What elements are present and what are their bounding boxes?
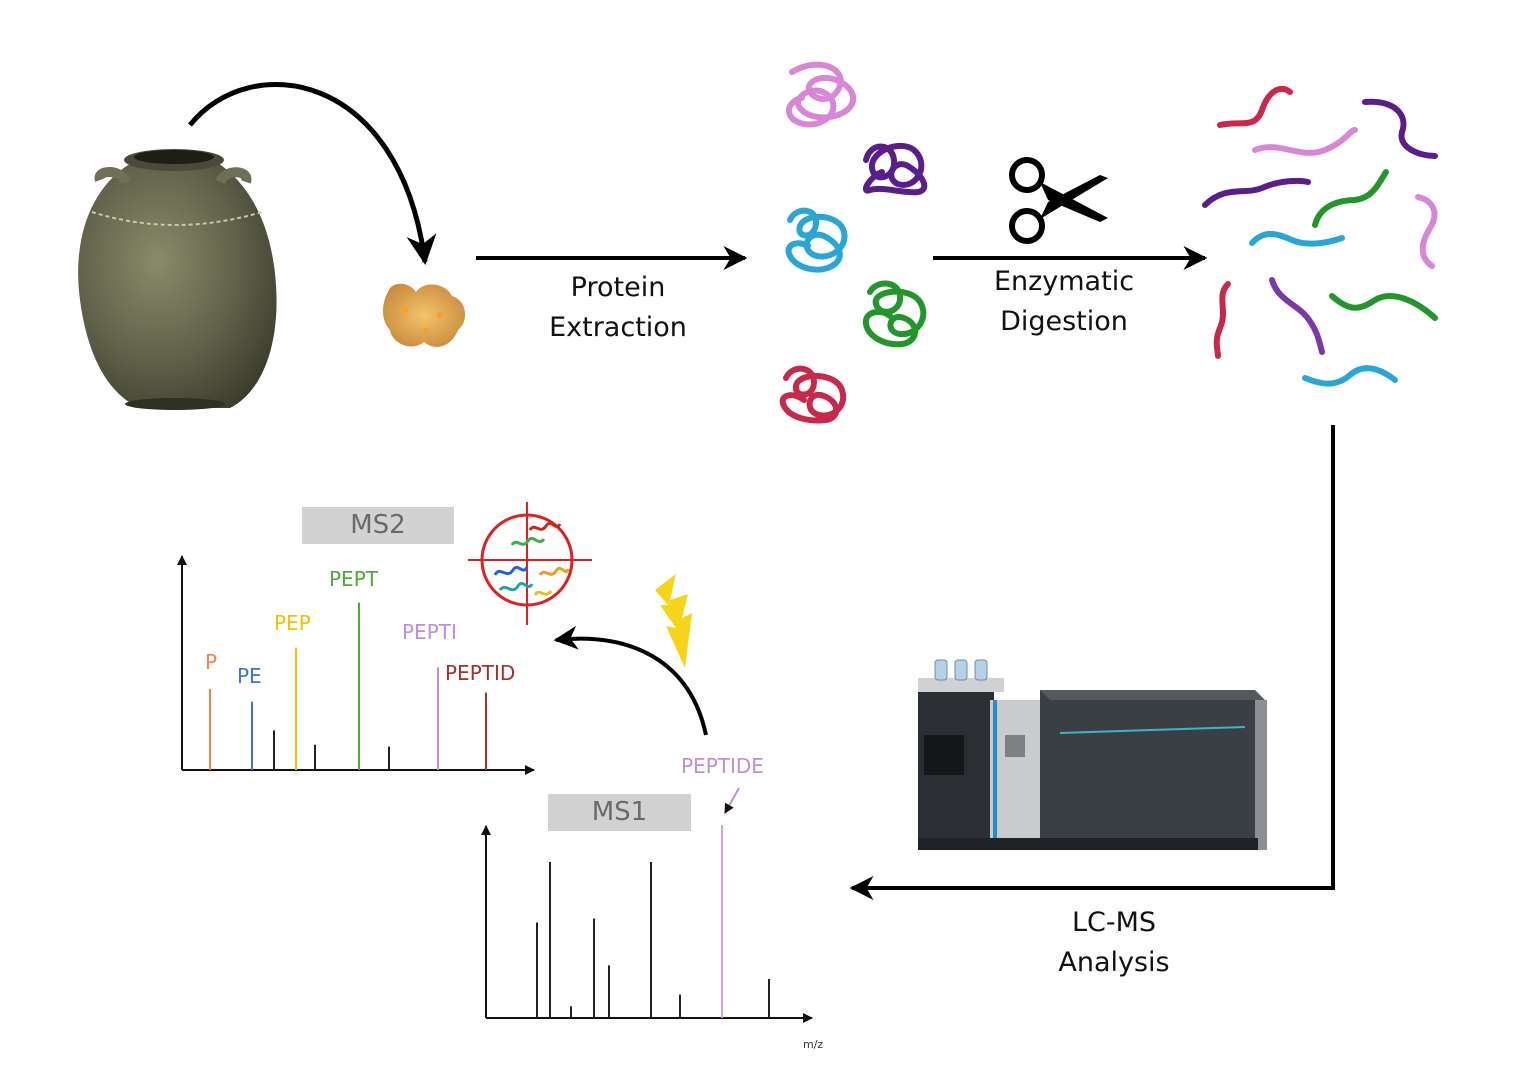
jar-to-sample-arrow <box>188 82 437 265</box>
ms2-title: MS2 <box>302 507 454 544</box>
ms2-fragment-label: PEPT <box>329 567 378 591</box>
enzymatic-digestion-line-2: Digestion <box>1000 306 1128 337</box>
peptides <box>1202 85 1438 387</box>
ms1-x-axis-label: m/z <box>803 1038 824 1051</box>
peptide-blue-1 <box>1249 231 1345 247</box>
folded-protein-blue <box>785 207 848 273</box>
peptide-green-1 <box>1312 169 1389 228</box>
ms1-precursor-label: PEPTIDE <box>681 754 764 778</box>
peptide-purple-2 <box>1202 177 1311 208</box>
ms2-fragment-label: PE <box>237 664 262 688</box>
peptide-pink-1 <box>1252 127 1358 156</box>
ms2-fragment-label: PEPTI <box>402 620 457 644</box>
folded-protein-red <box>779 365 847 424</box>
ms2-fragment-label: P <box>205 650 218 674</box>
lcms-arrow <box>849 425 1335 900</box>
peptide-green-2 <box>1329 293 1438 321</box>
precursor-pointer <box>724 787 740 814</box>
ms1-to-ms2-arrow <box>553 625 708 736</box>
lcms-analysis-line-2: Analysis <box>1058 947 1170 978</box>
protein-extraction-line-1: Protein <box>570 272 666 303</box>
ms1-bars <box>536 824 770 1018</box>
lcms-analysis-line-1: LC-MS <box>1071 907 1157 938</box>
folded-protein-purple <box>862 142 928 196</box>
peptide-red-2 <box>1213 281 1231 359</box>
jar-image <box>78 149 277 410</box>
enzymatic-digestion-label: Enzymatic Digestion <box>966 262 1162 342</box>
mass-spectrometer <box>918 659 1267 850</box>
peptide-purple-3 <box>1269 277 1325 355</box>
ms2-fragment-label: PEPTID <box>445 661 516 685</box>
ms2-fragment-label: PEP <box>274 611 311 635</box>
scissors-icon <box>1009 157 1108 244</box>
folded-protein-pink <box>785 61 857 128</box>
folded-protein-green <box>862 280 927 348</box>
peptide-red-1 <box>1217 85 1293 128</box>
ms2-bars <box>209 602 487 770</box>
sample-fragment <box>383 283 466 347</box>
enzymatic-digestion-line-1: Enzymatic <box>993 266 1135 297</box>
protein-extraction-line-2: Extraction <box>549 312 687 343</box>
protein-target-icon <box>468 502 592 625</box>
ms1-title: MS1 <box>548 794 691 831</box>
peptide-pink-2 <box>1415 194 1438 269</box>
peptide-blue-2 <box>1302 365 1398 387</box>
protein-extraction-label: Protein Extraction <box>520 268 716 348</box>
folded-proteins <box>779 61 928 424</box>
lcms-analysis-label: LC-MS Analysis <box>1016 903 1212 983</box>
lightning-icon <box>655 574 692 668</box>
peptide-purple-1 <box>1362 98 1438 159</box>
ms1-axes <box>481 825 813 1023</box>
